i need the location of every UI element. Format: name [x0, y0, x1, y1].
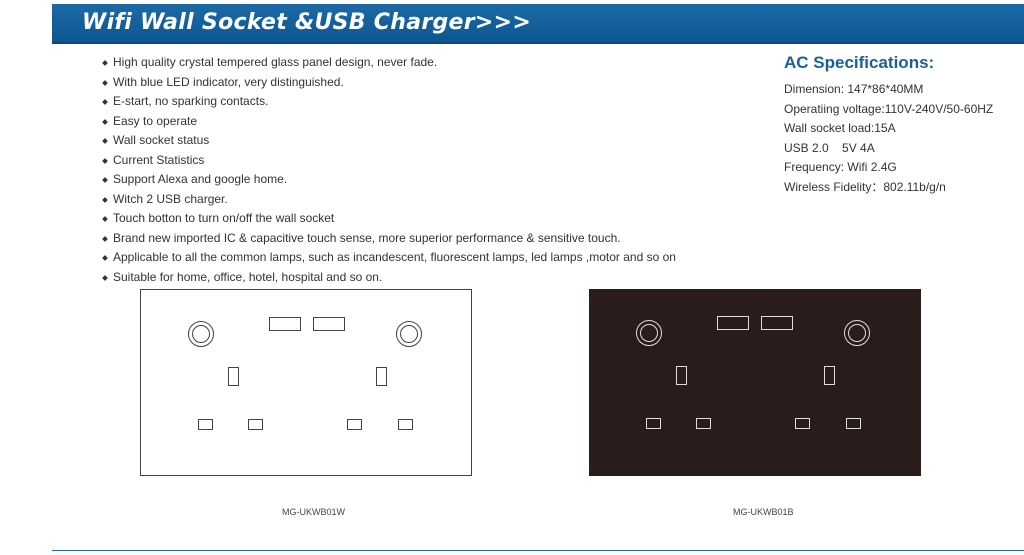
earth-slot-icon: [228, 367, 239, 386]
usb-port-icon: [717, 316, 749, 330]
feature-item: Easy to operate: [102, 112, 676, 132]
earth-slot-icon: [824, 366, 835, 385]
feature-item: E-start, no sparking contacts.: [102, 92, 676, 112]
pin-slot-icon: [696, 418, 711, 429]
pin-slot-icon: [646, 418, 661, 429]
touch-button-icon: [188, 321, 214, 347]
feature-item: Touch botton to turn on/off the wall soc…: [102, 209, 676, 229]
model-caption-black: MG-UKWB01B: [733, 507, 794, 517]
feature-item: Brand new imported IC & capacitive touch…: [102, 229, 676, 249]
spec-title: AC Specifications:: [784, 53, 935, 72]
pin-slot-icon: [846, 418, 861, 429]
pin-slot-icon: [198, 419, 213, 430]
earth-slot-icon: [376, 367, 387, 386]
pin-slot-icon: [248, 419, 263, 430]
spec-item: Dimension: 147*86*40MM: [784, 82, 924, 96]
bottom-divider: [52, 550, 1024, 551]
spec-item: Frequency: Wifi 2.4G: [784, 160, 897, 174]
model-caption-white: MG-UKWB01W: [282, 507, 345, 517]
pin-slot-icon: [795, 418, 810, 429]
feature-item: With blue LED indicator, very distinguis…: [102, 73, 676, 93]
feature-item: High quality crystal tempered glass pane…: [102, 53, 676, 73]
pin-slot-icon: [398, 419, 413, 430]
pin-slot-icon: [347, 419, 362, 430]
feature-item: Applicable to all the common lamps, such…: [102, 248, 676, 268]
touch-button-icon: [636, 320, 662, 346]
socket-panel-white: [140, 289, 472, 476]
feature-list: High quality crystal tempered glass pane…: [102, 53, 676, 287]
usb-port-icon: [761, 316, 793, 330]
spec-list: Dimension: 147*86*40MM Operatiing voltag…: [784, 80, 993, 197]
feature-item: Support Alexa and google home.: [102, 170, 676, 190]
title-banner: Wifi Wall Socket &USB Charger>>>: [52, 4, 1024, 44]
feature-item: Witch 2 USB charger.: [102, 190, 676, 210]
spec-item: Wall socket load:15A: [784, 121, 896, 135]
earth-slot-icon: [676, 366, 687, 385]
spec-item: USB 2.0 5V 4A: [784, 140, 875, 155]
spec-item: Wireless Fidelity：802.11b/g/n: [784, 179, 946, 194]
feature-item: Current Statistics: [102, 151, 676, 171]
page-title: Wifi Wall Socket &USB Charger>>>: [82, 10, 532, 35]
usb-port-icon: [313, 317, 345, 331]
socket-panel-black: [589, 289, 921, 476]
feature-item: Suitable for home, office, hotel, hospit…: [102, 268, 676, 288]
spec-item: Operatiing voltage:110V-240V/50-60HZ: [784, 101, 994, 116]
feature-item: Wall socket status: [102, 131, 676, 151]
touch-button-icon: [844, 320, 870, 346]
usb-port-icon: [269, 317, 301, 331]
touch-button-icon: [396, 321, 422, 347]
